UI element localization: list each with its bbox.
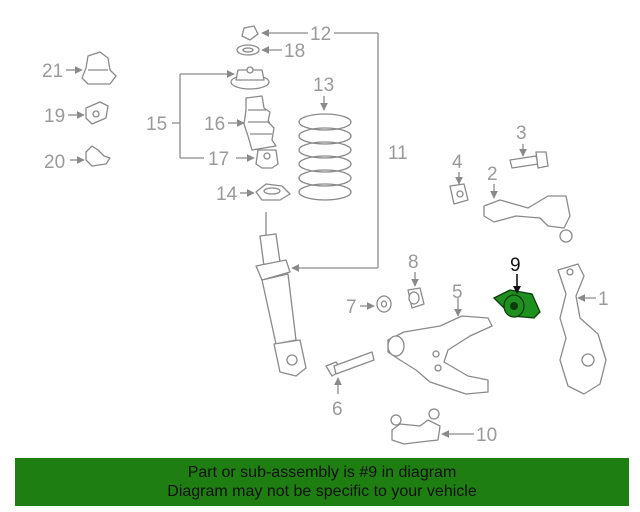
part-6-drawing (325, 351, 375, 377)
banner-line-1: Part or sub-assembly is #9 in diagram (187, 464, 457, 481)
part-19-drawing (85, 101, 109, 125)
part-18-drawing (236, 44, 260, 56)
callout-5: 5 (452, 282, 463, 303)
callout-10: 10 (476, 425, 497, 446)
part-14-drawing (255, 183, 291, 201)
part-10-drawing (390, 408, 441, 445)
callout-13: 13 (313, 75, 334, 96)
part-5-drawing (387, 315, 493, 395)
callout-19: 19 (44, 106, 65, 127)
part-9-drawing (492, 289, 541, 319)
callout-11: 11 (388, 143, 408, 164)
leader-9-arrowhead (513, 286, 521, 294)
part-11-drawing (255, 212, 307, 377)
part-3-drawing (509, 151, 549, 169)
part-12-drawing (241, 25, 259, 41)
bracket-15 (172, 74, 181, 158)
callout-4: 4 (452, 152, 463, 173)
callout-6: 6 (332, 399, 343, 420)
part-7-drawing (376, 295, 392, 313)
callout-7: 7 (346, 297, 357, 318)
callout-21: 21 (42, 61, 63, 82)
banner-line-2: Diagram may not be specific to your vehi… (167, 483, 477, 500)
part-20-drawing (85, 145, 111, 167)
callout-1: 1 (598, 289, 609, 310)
part-21-drawing (81, 51, 117, 85)
callout-20: 20 (44, 152, 65, 173)
part-16-drawing (243, 95, 277, 151)
part-1-drawing (557, 263, 607, 395)
parts-diagram: 21 19 20 12 18 15 16 (42, 24, 609, 446)
part-17-drawing (255, 149, 279, 169)
callout-2: 2 (487, 164, 498, 185)
callout-18: 18 (284, 41, 305, 62)
callout-3: 3 (516, 123, 527, 144)
part-8-drawing (407, 287, 425, 309)
info-banner: Part or sub-assembly is #9 in diagram Di… (15, 458, 629, 506)
part-15-drawing (230, 66, 270, 90)
callout-17: 17 (208, 149, 229, 170)
callout-14: 14 (216, 184, 238, 205)
part-13-drawing (298, 113, 352, 201)
callout-12: 12 (310, 24, 331, 45)
callout-16: 16 (204, 114, 225, 135)
callout-8: 8 (408, 252, 419, 273)
part-2-drawing (483, 195, 573, 243)
callout-15: 15 (146, 114, 167, 135)
callout-9: 9 (510, 255, 521, 276)
part-4-drawing (449, 183, 469, 205)
